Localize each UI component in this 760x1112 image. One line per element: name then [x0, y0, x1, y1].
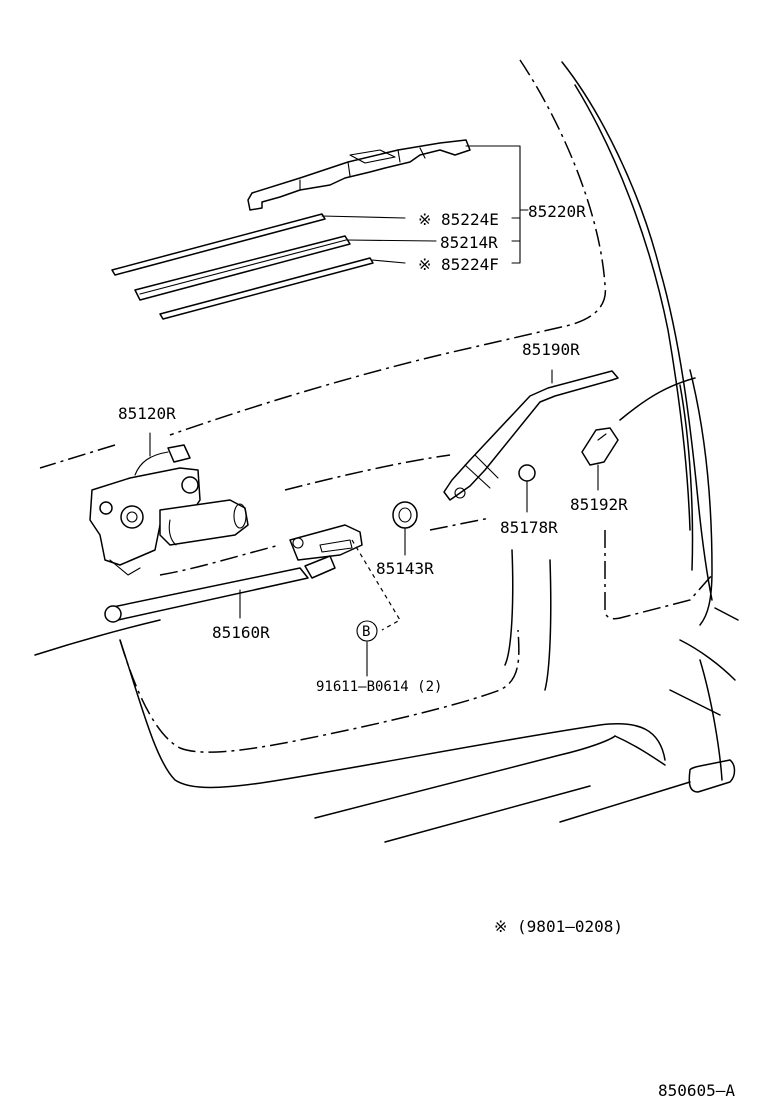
- label-85120R: 85120R: [118, 404, 176, 423]
- label-85178R: 85178R: [500, 518, 558, 537]
- callout-marker-b: B: [356, 620, 378, 642]
- label-85224F: ※ 85224F: [418, 255, 499, 274]
- bolt-callout-leader: [351, 539, 401, 677]
- blade-leaders: [321, 145, 529, 264]
- footnote: ※ (9801–0208): [494, 917, 623, 936]
- wiper-arm: [443, 369, 619, 501]
- label-85224E: ※ 85224E: [418, 210, 499, 229]
- label-85214R: 85214R: [440, 233, 498, 252]
- link-rod: [104, 524, 363, 623]
- label-85220R: 85220R: [528, 202, 586, 221]
- label-85160R: 85160R: [212, 623, 270, 642]
- label-85143R: 85143R: [376, 559, 434, 578]
- blade-insert-e: [111, 213, 326, 276]
- grommet: [392, 501, 418, 556]
- callout-marker-letter: B: [362, 624, 370, 640]
- label-85190R: 85190R: [522, 340, 580, 359]
- part-labels: 85220R ※ 85224E 85214R ※ 85224F 85190R 8…: [118, 202, 628, 695]
- blade-insert-f: [159, 257, 374, 320]
- vehicle-body-outline: [34, 59, 739, 843]
- pivot-cap: [518, 464, 536, 513]
- arm-cap: [581, 427, 619, 491]
- wiper-blade-assembly: [247, 139, 471, 211]
- label-85192R: 85192R: [570, 495, 628, 514]
- wiper-motor: [89, 432, 249, 576]
- label-bolt: 91611–B0614 (2): [316, 679, 442, 695]
- diagram-code: 850605–A: [658, 1081, 735, 1100]
- blade-rubber: [134, 235, 351, 301]
